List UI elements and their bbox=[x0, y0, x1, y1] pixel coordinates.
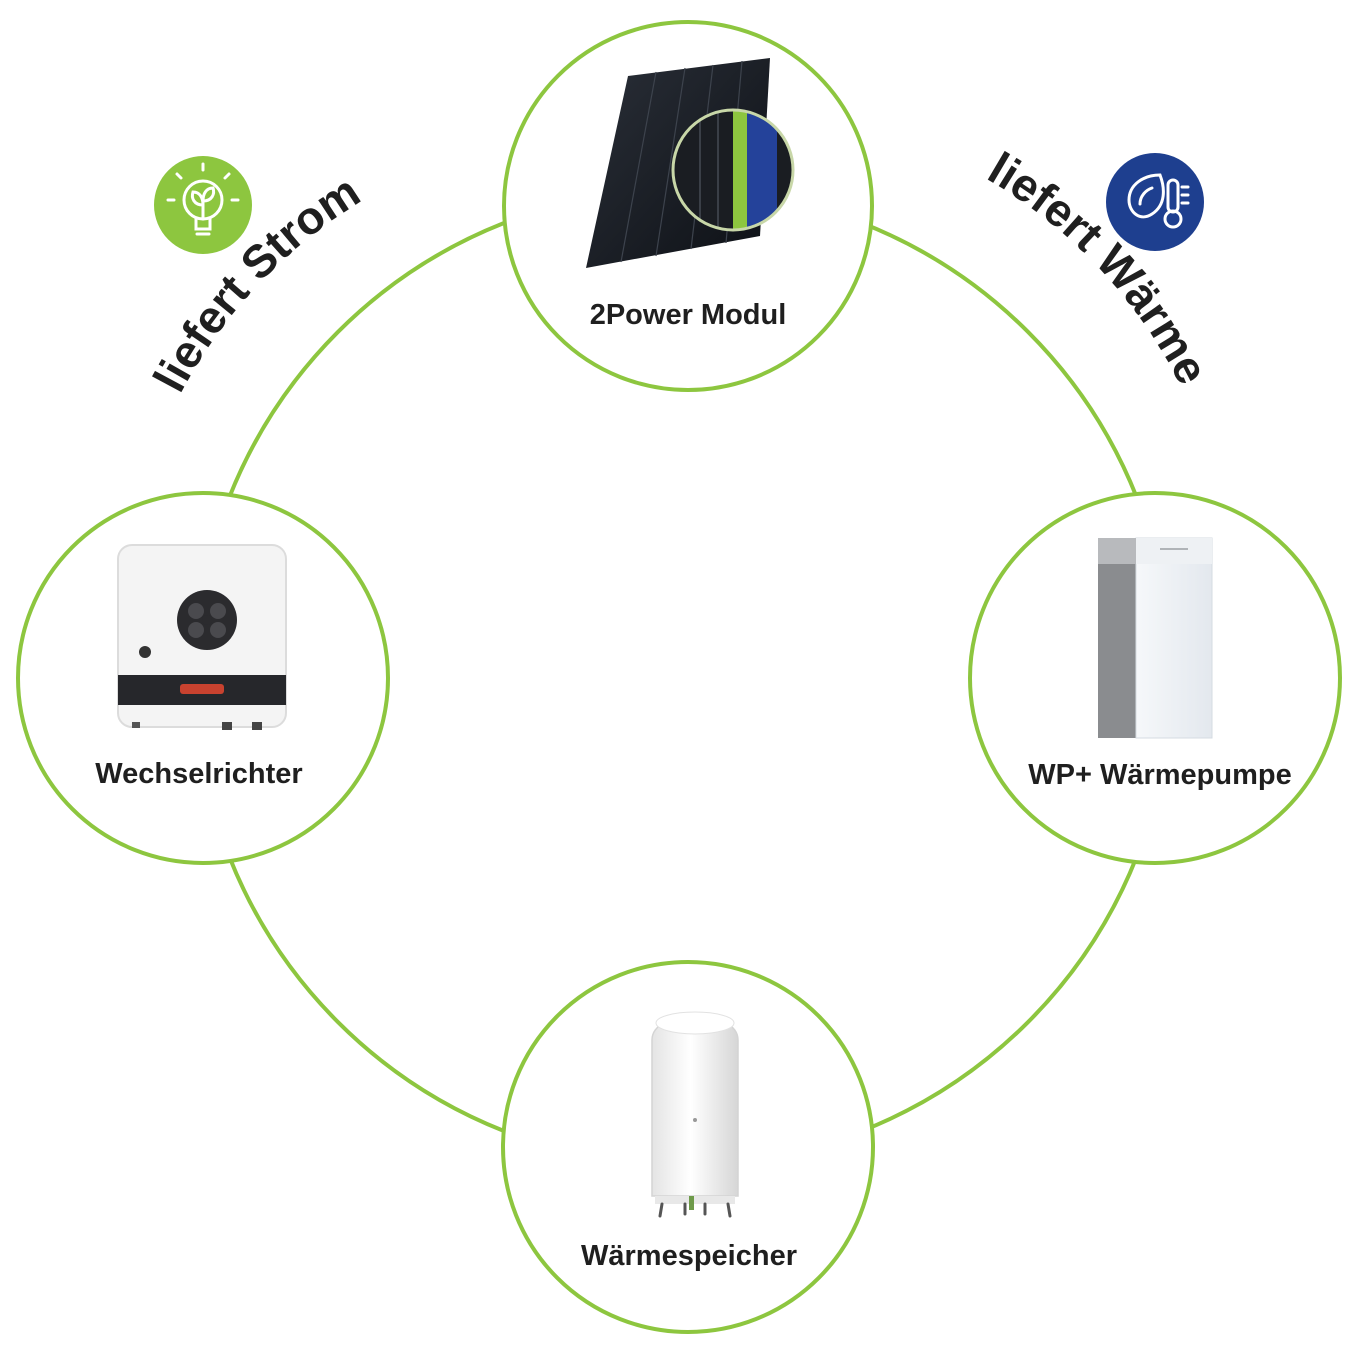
node-label-wechselrichter: Wechselrichter bbox=[95, 758, 302, 790]
node-label-wp-waermepumpe: WP+ Wärmepumpe bbox=[1028, 759, 1291, 791]
node-label-2power-modul: 2Power Modul bbox=[590, 299, 787, 331]
water-drop-thermometer-icon bbox=[1127, 173, 1190, 229]
node-wechselrichter[interactable]: Wechselrichter bbox=[16, 491, 390, 865]
badge-waerme bbox=[1106, 153, 1204, 251]
node-wp-waermepumpe[interactable]: WP+ Wärmepumpe bbox=[968, 491, 1342, 865]
solar-panel-icon bbox=[586, 58, 795, 268]
node-label-waermespeicher: Wärmespeicher bbox=[581, 1240, 797, 1272]
heat-pump-icon bbox=[1098, 537, 1213, 739]
inverter-icon bbox=[117, 544, 287, 730]
node-2power-modul[interactable]: 2Power Modul bbox=[502, 20, 874, 392]
lightbulb-leaf-icon bbox=[166, 162, 240, 236]
badge-strom bbox=[154, 156, 252, 254]
water-tank-icon bbox=[651, 1011, 739, 1218]
node-waermespeicher[interactable]: Wärmespeicher bbox=[501, 960, 875, 1334]
